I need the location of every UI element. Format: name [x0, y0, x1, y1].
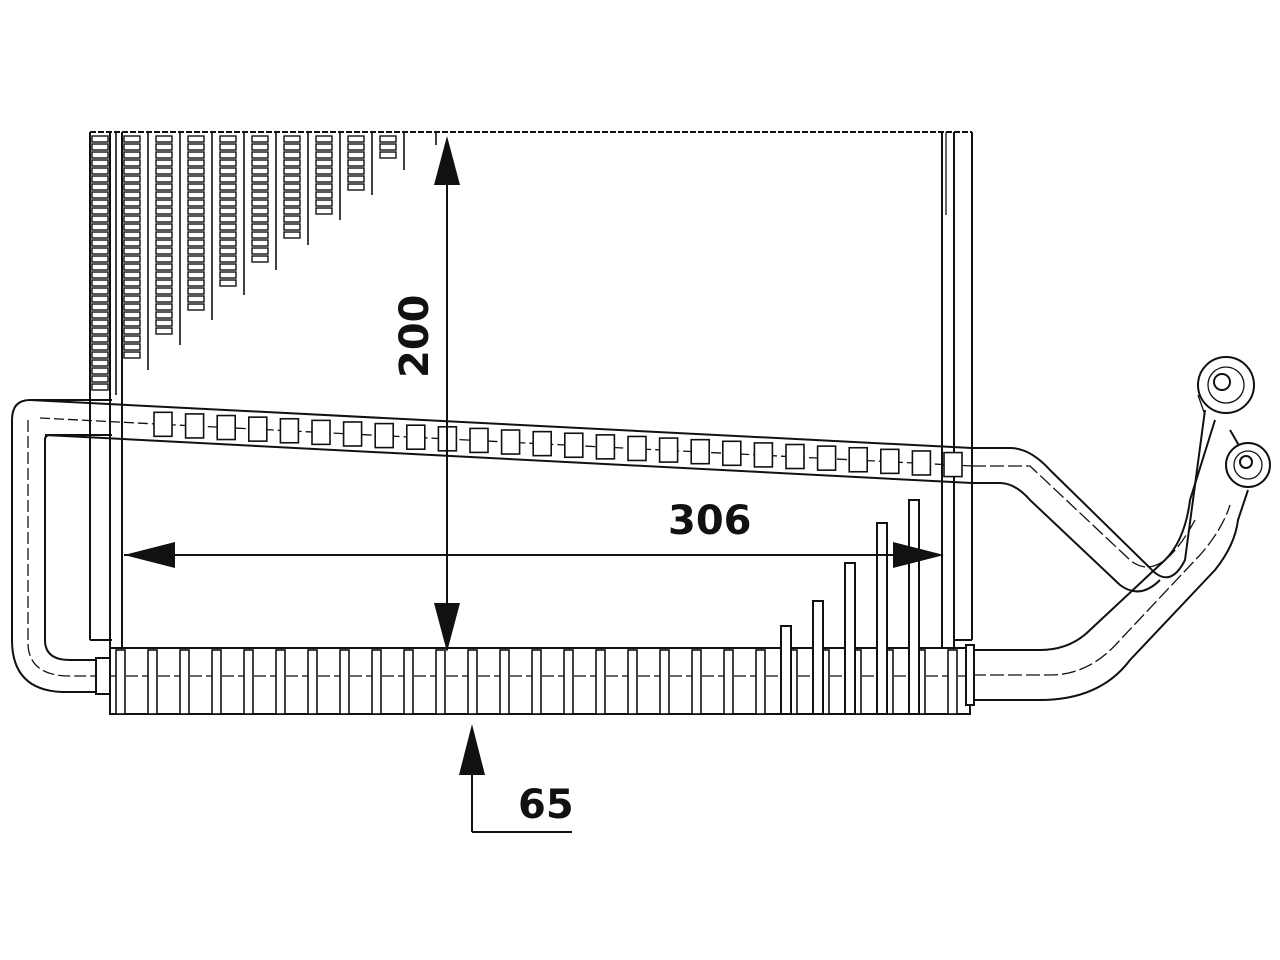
width-label: 306 [668, 498, 752, 544]
tube-cell [153, 411, 173, 438]
arrow-up-icon [459, 724, 485, 775]
core-outline [89, 131, 973, 715]
height-dimension: 200 [392, 136, 460, 652]
tube-cell [911, 450, 932, 476]
fin-column [219, 132, 245, 295]
fin-column [251, 132, 277, 270]
fitting-large [1197, 356, 1255, 416]
bottom-tank [109, 647, 971, 715]
tube-cell [405, 424, 426, 451]
tube-cell [374, 422, 395, 449]
tank-rib [627, 649, 638, 715]
tube-cell [943, 451, 963, 478]
tank-rib [659, 649, 670, 715]
tube-cell [721, 440, 742, 467]
tube-cell [690, 438, 711, 465]
tube-cell [279, 417, 300, 444]
tube-cell [595, 434, 616, 460]
height-label: 200 [392, 295, 438, 379]
tank-rib [371, 649, 382, 715]
fin-rising [780, 499, 920, 715]
tank-rib [531, 649, 542, 715]
tank-rib [243, 649, 254, 715]
tank-rib [115, 649, 126, 715]
fin-column [155, 132, 181, 345]
tank-rib [211, 649, 222, 715]
tank-rib [947, 649, 958, 715]
arrow-left-icon [124, 542, 175, 568]
fitting-small [1225, 442, 1271, 488]
fin-column [283, 132, 309, 245]
tank-rib [563, 649, 574, 715]
tube-cell [184, 413, 205, 439]
tank-rib [755, 649, 766, 715]
fin-column [187, 132, 213, 320]
left-return-bend [11, 399, 113, 695]
tube-cell [469, 427, 489, 454]
fin-column [379, 132, 405, 170]
tube-cell [658, 437, 679, 463]
fin-column [91, 132, 117, 395]
tube-cell [532, 430, 553, 457]
tube-cell [563, 432, 584, 459]
tank-rib [595, 649, 606, 715]
tank-rib [691, 649, 702, 715]
fin-column [347, 132, 373, 195]
tube-cell [216, 414, 236, 441]
width-dimension: 306 [124, 498, 944, 568]
tube-cell [342, 421, 363, 447]
tank-rib [179, 649, 190, 715]
depth-label: 65 [518, 782, 574, 828]
fin-column [123, 132, 149, 370]
tube-cell [879, 448, 900, 475]
diagonal-tube [29, 399, 973, 484]
tank-rib [403, 649, 414, 715]
tank-rib [307, 649, 318, 715]
tube-cell [248, 416, 268, 442]
arrow-down-icon [434, 603, 460, 652]
fin-staircase [91, 132, 437, 395]
tube-cell [753, 442, 774, 468]
tube-cell [311, 419, 331, 446]
tube-cell [785, 443, 805, 470]
tube-cell [816, 445, 837, 471]
tube-cell [500, 429, 521, 455]
tank-rib [275, 649, 286, 715]
tank-rib [723, 649, 734, 715]
tank-rib [147, 649, 158, 715]
tank-rib [339, 649, 350, 715]
tank-rib [467, 649, 478, 715]
tank-rib [499, 649, 510, 715]
tube-cell [627, 435, 647, 462]
arrow-up-icon [434, 136, 460, 185]
outlet-pipes [965, 409, 1251, 706]
tube-cell [848, 446, 869, 473]
fin-column [315, 132, 341, 220]
tank-rib [435, 649, 446, 715]
arrow-right-icon [893, 542, 944, 568]
depth-dimension: 65 [459, 724, 574, 833]
